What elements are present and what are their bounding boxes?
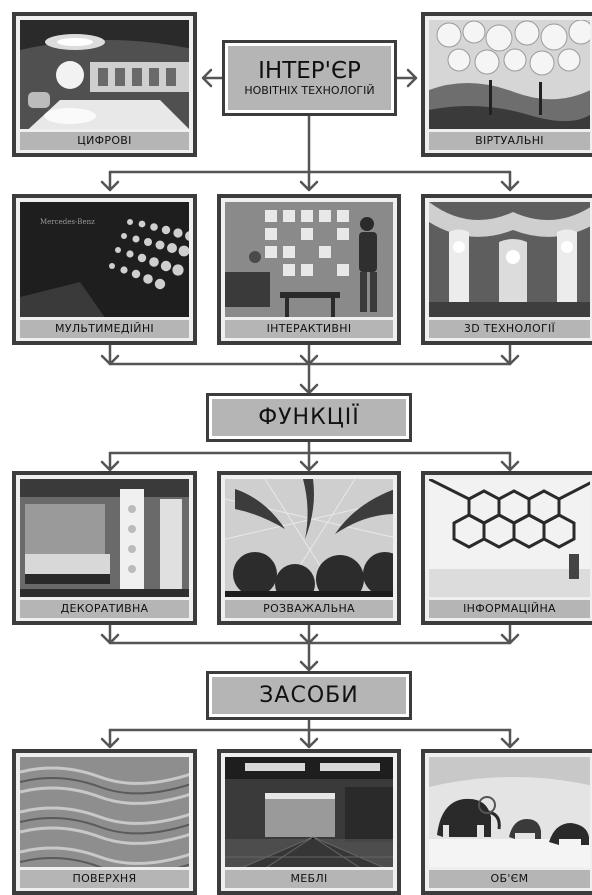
card-label: ВІРТУАЛЬНІ [429,132,590,150]
card-label: ЦИФРОВІ [20,132,189,150]
multimedia-dots-image: Mercedes-Benz [20,202,189,317]
card-surface: ПОВЕРХНЯ [12,749,197,895]
functions-heading-text: ФУНКЦІЇ [258,405,360,430]
palm-lounge-image [225,479,393,597]
virtual-cells-image [429,20,590,129]
card-informational: ІНФОРМАЦІЙНА [421,471,592,625]
card-label: ПОВЕРХНЯ [20,870,189,888]
title-sub: НОВІТНІХ ТЕХНОЛОГІЙ [244,84,375,97]
functions-heading: ФУНКЦІЇ [206,393,412,442]
arrow-right [395,68,418,88]
card-furniture: МЕБЛІ [217,749,401,895]
decorative-room-image [20,479,189,597]
digital-room-image [20,20,189,129]
wavy-surface-image [20,757,189,867]
means-heading: ЗАСОБИ [206,671,412,720]
title-main: ІНТЕР'ЄР [258,58,361,84]
means-heading-text: ЗАСОБИ [259,683,359,708]
title-box: ІНТЕР'ЄР НОВІТНІХ ТЕХНОЛОГІЙ [222,40,397,116]
card-label: ДЕКОРАТИВНА [20,600,189,618]
card-volume: ОБ'ЄМ [421,749,592,895]
card-label: РОЗВАЖАЛЬНА [225,600,393,618]
card-3d: 3D ТЕХНОЛОГІЇ [421,194,592,345]
interactive-wall-image [225,202,393,317]
card-decorative: ДЕКОРАТИВНА [12,471,197,625]
card-multimedia: Mercedes-Benz МУЛЬТИМЕДІЙНІ [12,194,197,345]
card-label: МЕБЛІ [225,870,393,888]
arrow-left [201,68,224,88]
card-label: ІНФОРМАЦІЙНА [429,600,590,618]
card-label: МУЛЬТИМЕДІЙНІ [20,320,189,338]
bar-counter-image [225,757,393,867]
card-virtual: ВІРТУАЛЬНІ [421,12,592,157]
hexagon-ceiling-image [429,479,590,597]
3d-columns-image [429,202,590,317]
card-label: ІНТЕРАКТИВНІ [225,320,393,338]
card-label: 3D ТЕХНОЛОГІЇ [429,320,590,338]
mammoth-hall-image [429,757,590,867]
svg-text:Mercedes-Benz: Mercedes-Benz [40,218,95,226]
card-interactive: ІНТЕРАКТИВНІ [217,194,401,345]
card-label: ОБ'ЄМ [429,870,590,888]
card-entertaining: РОЗВАЖАЛЬНА [217,471,401,625]
card-digital: ЦИФРОВІ [12,12,197,157]
